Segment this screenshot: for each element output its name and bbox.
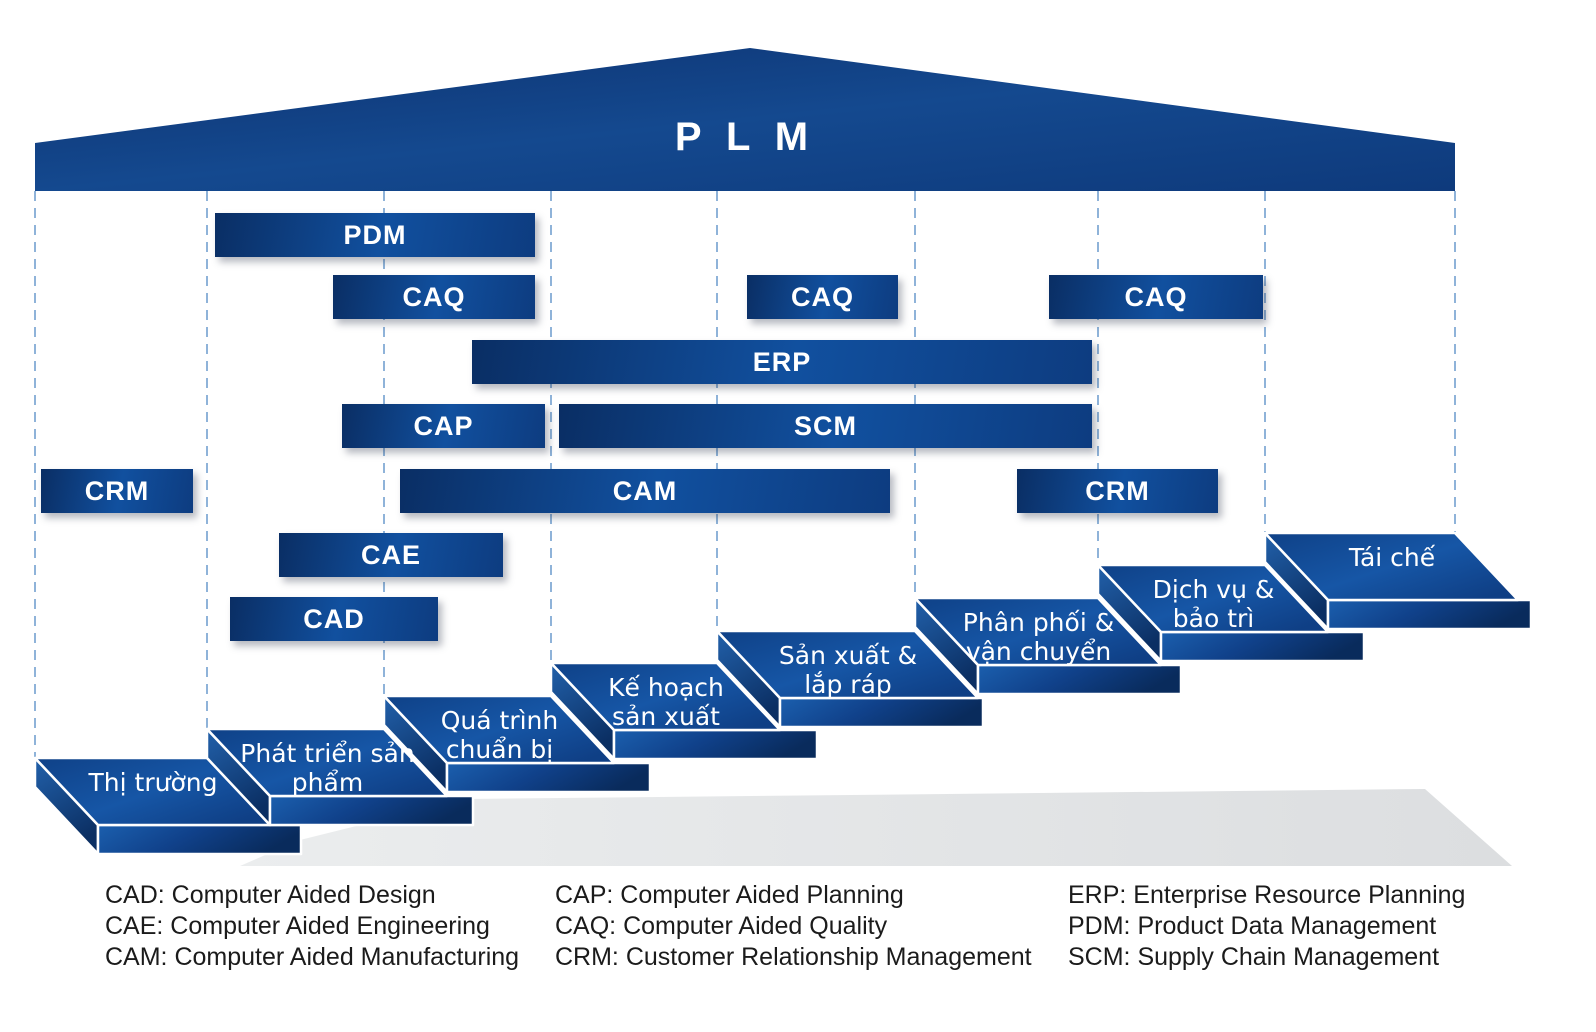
lifecycle-step-label: Thị trường	[38, 768, 268, 797]
bar-label: CAM	[612, 475, 678, 506]
bar-label: PDM	[343, 219, 407, 250]
step-top-face	[205, 727, 449, 798]
bar-label: CAQ	[1124, 281, 1188, 312]
legend-column-cax: CAD: Computer Aided Design CAE: Computer…	[105, 880, 519, 973]
legend-item: CAE: Computer Aided Engineering	[105, 912, 490, 940]
bar-label: CAP	[413, 410, 474, 441]
legend-item: CAM: Computer Aided Manufacturing	[105, 943, 520, 971]
step-front-face	[1159, 630, 1366, 663]
step-label-line: Quá trình	[440, 706, 559, 735]
legend-item: CRM: Customer Relationship Management	[555, 943, 1032, 971]
step-label-line: phẩm	[291, 768, 364, 797]
step-label-line: Kế hoạch	[608, 673, 724, 702]
step-label-line: sản xuất	[612, 702, 720, 731]
legend-item: CAQ: Computer Aided Quality	[555, 912, 888, 940]
step-label-line: Phân phối &	[962, 608, 1115, 637]
floor-arrow	[240, 789, 1512, 866]
step-label-line: Tái chế	[1348, 543, 1436, 572]
bar-label: CAQ	[402, 281, 466, 312]
bar-cae-10: CAE	[279, 533, 503, 577]
step-top-face	[382, 694, 616, 765]
step-label-line: Thị trường	[88, 768, 218, 797]
bar-label: CRM	[84, 475, 150, 506]
bar-caq-3: CAQ	[1049, 275, 1263, 319]
legend-item: ERP: Enterprise Resource Planning	[1068, 881, 1466, 909]
step-front-face	[778, 696, 985, 729]
step-front-face	[1326, 598, 1533, 631]
step-top-face	[715, 629, 980, 700]
bar-label: CAD	[303, 603, 365, 634]
step-label-line: Phát triển sản	[240, 739, 415, 768]
legend-item: CAD: Computer Aided Design	[105, 881, 436, 909]
bar-crm-9: CRM	[1017, 469, 1218, 513]
bar-label: CAE	[360, 539, 421, 570]
step-label-line: vận chuyển	[965, 637, 1112, 666]
bar-cap-5: CAP	[342, 404, 545, 448]
bar-label: CAQ	[791, 281, 854, 312]
step-top-face	[549, 661, 782, 732]
step-front-face	[96, 823, 303, 856]
step-top-face	[913, 596, 1163, 667]
bar-label: ERP	[752, 346, 812, 377]
bar-label: SCM	[794, 410, 857, 441]
step-label-line: Sản xuất &	[778, 641, 918, 670]
bar-erp-4: ERP	[472, 340, 1092, 384]
lifecycle-step-label: Sản xuất &lắp ráp	[733, 641, 963, 699]
legend-item: CAP: Computer Aided Planning	[555, 881, 904, 909]
lifecycle-step-label: Dịch vụ &bảo trì	[1099, 575, 1329, 633]
lifecycle-step-label: Phân phối &vận chuyển	[924, 608, 1154, 666]
step-label-line: chuẩn bị	[445, 735, 554, 764]
step-top-face	[1263, 531, 1520, 602]
step-front-face	[612, 728, 819, 761]
bar-label: CRM	[1085, 475, 1150, 506]
plm-roof-shape	[35, 48, 1455, 191]
lifecycle-step-label: Tái chế	[1277, 543, 1507, 572]
step-front-face	[268, 794, 475, 827]
bar-cam-8: CAM	[400, 469, 890, 513]
bar-caq-1: CAQ	[333, 275, 535, 319]
bar-scm-6: SCM	[559, 404, 1092, 448]
step-label-line: Dịch vụ &	[1152, 575, 1275, 604]
legend-item: PDM: Product Data Management	[1068, 912, 1437, 940]
legend-column-erp-pdm-scm: ERP: Enterprise Resource Planning PDM: P…	[1068, 880, 1465, 973]
step-label-line: bảo trì	[1172, 604, 1255, 633]
bar-crm-7: CRM	[41, 469, 193, 513]
bar-caq-2: CAQ	[747, 275, 898, 319]
legend-item: SCM: Supply Chain Management	[1068, 943, 1440, 971]
legend-column-cap-caq-crm: CAP: Computer Aided Planning CAQ: Comput…	[555, 880, 1032, 973]
bar-pdm-0: PDM	[215, 213, 535, 257]
step-top-face	[1096, 563, 1330, 634]
step-front-face	[445, 761, 652, 794]
bar-cad-11: CAD	[230, 597, 438, 641]
step-label-line: lắp ráp	[804, 670, 892, 699]
step-front-face	[976, 663, 1183, 696]
plm-roof-title: P L M	[674, 115, 816, 159]
